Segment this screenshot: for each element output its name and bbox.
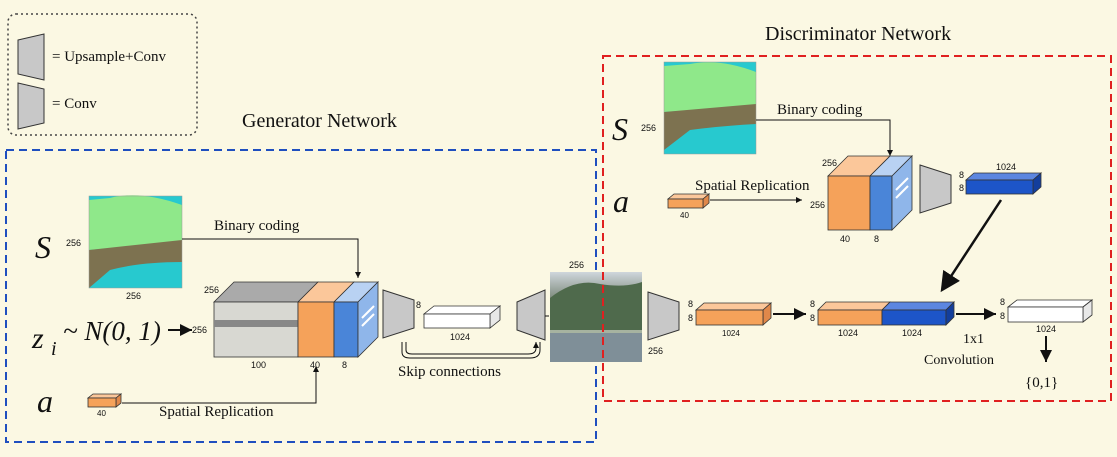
generator-spatial-replication: Spatial Replication: [159, 404, 274, 420]
discriminator-segmentation-map: [663, 61, 757, 155]
generator-z-size: 256: [192, 325, 207, 335]
discriminator-cat-8a: 8: [810, 299, 815, 309]
discriminator-output-features: [1006, 299, 1094, 323]
discriminator-conv-label-1: 1x1: [963, 332, 984, 347]
discriminator-cat-1024a: 1024: [838, 328, 858, 338]
generator-segmentation-map: [88, 195, 183, 289]
generator-dim-40: 40: [310, 360, 320, 370]
discriminator-a-size: 40: [680, 211, 689, 220]
generated-image: [550, 272, 642, 362]
discriminator-attribute-vector: [666, 193, 711, 209]
generator-skip-connections: Skip connections: [398, 364, 501, 380]
generator-fc-1024: [422, 305, 502, 329]
output-side-size: 256: [648, 346, 663, 356]
discriminator-concat-block: [827, 155, 913, 231]
discriminator-dim-8: 8: [874, 234, 879, 244]
discriminator-block-top: 256: [822, 158, 837, 168]
upsample-conv-icon: [17, 33, 45, 81]
discriminator-conv-icon: [919, 164, 952, 214]
generator-s-label: S: [35, 229, 51, 265]
generator-a-size: 40: [97, 409, 106, 418]
discriminator-out-1024: 1024: [1036, 324, 1056, 334]
generator-z-dist: ~ N(0, 1): [63, 316, 161, 346]
generator-upsample-conv-icon: [516, 289, 546, 341]
generator-conv-icon: [382, 289, 415, 339]
generator-s-size: 256: [66, 238, 81, 248]
discriminator-img-8b: 8: [688, 313, 693, 323]
generator-block-size: 256: [204, 285, 219, 295]
generator-dim-8: 8: [342, 360, 347, 370]
discriminator-dim-40: 40: [840, 234, 850, 244]
legend-conv-label: = Conv: [52, 96, 97, 112]
discriminator-img-1024: 1024: [722, 329, 740, 338]
discriminator-s-size: 256: [641, 123, 656, 133]
discriminator-spatial-replication: Spatial Replication: [695, 178, 810, 194]
discriminator-block-side: 256: [810, 200, 825, 210]
generator-attribute-vector: [86, 393, 123, 408]
output-top-size: 256: [569, 260, 584, 270]
generator-conv-8: 8: [416, 300, 421, 310]
legend-box: = Upsample+Conv = Conv: [7, 13, 198, 136]
discriminator-small-1024: [964, 172, 1043, 195]
discriminator-out-8a: 8: [1000, 297, 1005, 307]
discriminator-small-1024-label: 1024: [996, 162, 1016, 172]
discriminator-conv-label-2: Convolution: [924, 353, 994, 368]
conv-icon: [17, 82, 45, 130]
discriminator-concat-features: [817, 301, 955, 326]
discriminator-network: Discriminator Network S 256 Binary codin…: [602, 23, 1112, 402]
discriminator-result: {0,1}: [1025, 375, 1058, 391]
discriminator-title: Discriminator Network: [765, 23, 951, 45]
generator-a-label: a: [37, 383, 53, 419]
generator-title: Generator Network: [242, 110, 397, 132]
legend-upsample-conv-label: = Upsample+Conv: [52, 49, 166, 65]
discriminator-small-8a: 8: [959, 170, 964, 180]
generator-concat-block: [213, 281, 379, 358]
discriminator-binary-coding: Binary coding: [777, 102, 863, 118]
discriminator-a-label: a: [613, 183, 629, 219]
discriminator-image-features: [694, 302, 773, 326]
generator-z-sub: i: [51, 338, 57, 360]
discriminator-cat-1024b: 1024: [902, 328, 922, 338]
generator-fc-1024-label: 1024: [450, 332, 470, 342]
generator-network: Generator Network S 256 256 Binary codin…: [5, 110, 597, 443]
discriminator-out-8b: 8: [1000, 311, 1005, 321]
discriminator-image-conv-icon: [647, 291, 680, 341]
generator-dim-100: 100: [251, 360, 266, 370]
generator-s-width: 256: [126, 291, 141, 301]
generator-binary-coding: Binary coding: [214, 218, 300, 234]
discriminator-img-8a: 8: [688, 299, 693, 309]
discriminator-small-8b: 8: [959, 183, 964, 193]
generator-z-label: z: [31, 322, 44, 355]
discriminator-s-label: S: [612, 111, 628, 147]
discriminator-cat-8b: 8: [810, 313, 815, 323]
